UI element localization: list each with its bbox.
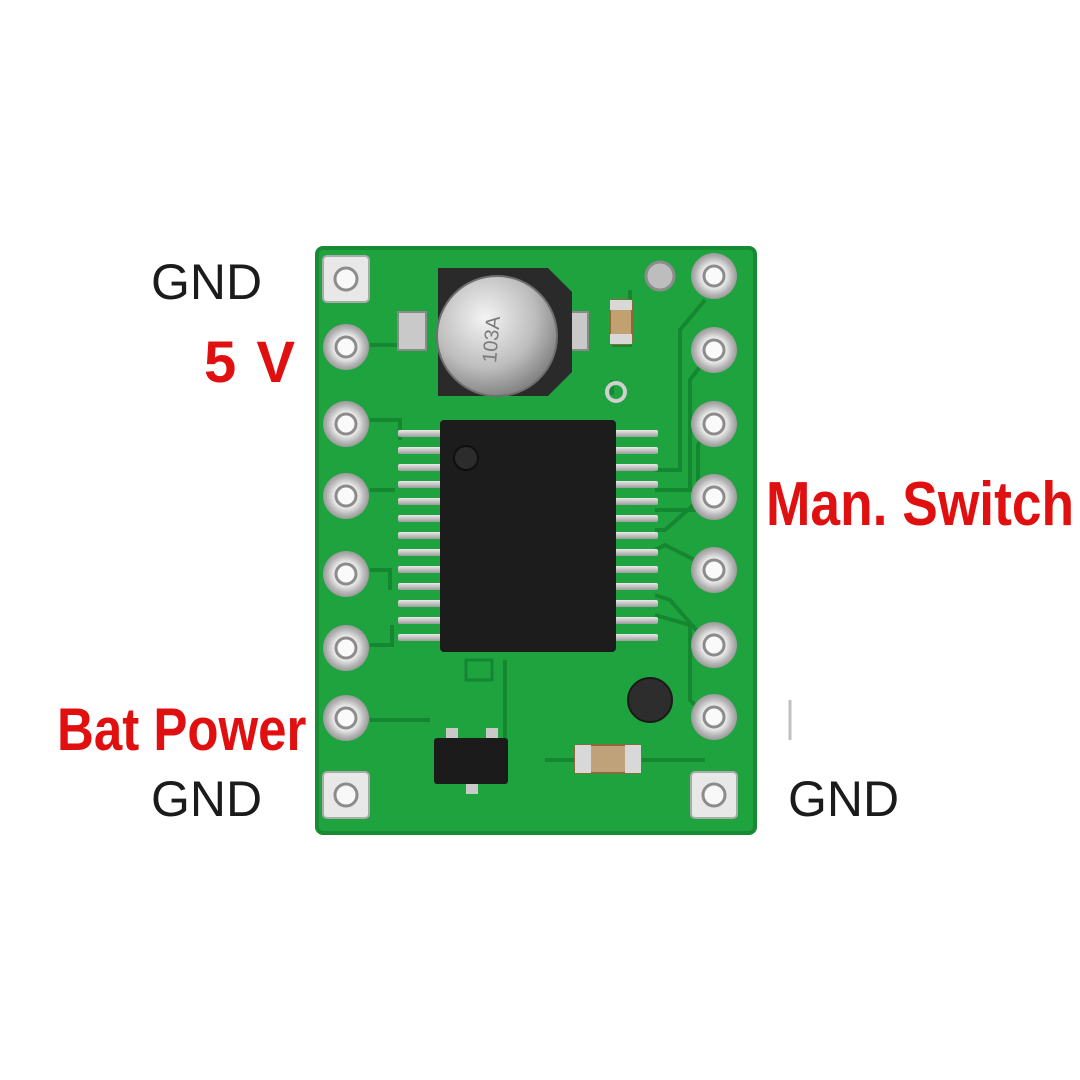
- right-header-pads: [627, 253, 738, 819]
- label-gnd-bottom-right: GND: [788, 771, 900, 827]
- pcb-edge-shadow: [315, 246, 757, 835]
- via-pad: [464, 658, 494, 682]
- left-header-pads: [322, 255, 370, 819]
- capacitor-marking: 103A: [479, 315, 505, 364]
- smd-resistor-top: [605, 299, 633, 403]
- smd-transistor: [434, 728, 508, 794]
- electrolytic-capacitor: 103A: [397, 268, 589, 397]
- label-gnd-bottom-left: GND: [151, 771, 263, 827]
- main-ic-chip: [398, 420, 658, 652]
- label-5v: 5 V: [204, 330, 298, 395]
- label-man-switch: Man. Switch: [766, 470, 1075, 539]
- smd-resistor-bottom: [574, 744, 642, 774]
- label-bat-power: Bat Power: [57, 696, 307, 763]
- label-gnd-top-left: GND: [151, 254, 263, 310]
